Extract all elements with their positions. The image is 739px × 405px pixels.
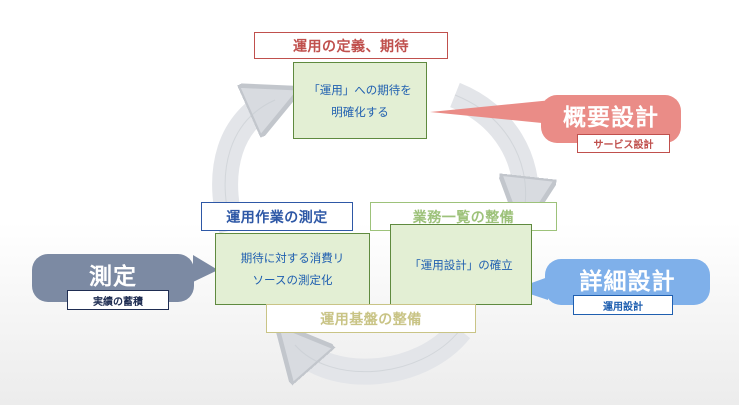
stage-content-business-list: 「運用設計」の確立 xyxy=(390,224,532,305)
callout-detail-design-sub: 運用設計 xyxy=(573,295,673,315)
stage-content-measurement-line2: ソースの測定化 xyxy=(252,273,333,287)
callout-tail-outline-design xyxy=(430,100,552,124)
stage-content-definition-line1: 「運用」への期待を xyxy=(308,82,412,97)
callout-tail-measure xyxy=(193,255,218,282)
callout-measure-sub: 実績の蓄積 xyxy=(67,290,169,310)
stage-content-measurement: 期待に対する消費リ ソースの測定化 xyxy=(215,233,370,305)
stage-title-measurement: 運用作業の測定 xyxy=(201,202,353,231)
stage-title-infrastructure: 運用基盤の整備 xyxy=(266,304,476,333)
stage-content-measurement-line1: 期待に対する消費リ xyxy=(240,251,345,265)
stage-content-definition-line2: 明確化する xyxy=(331,104,389,119)
stage-title-definition: 運用の定義、期待 xyxy=(254,32,448,59)
callout-outline-design-sub: サービス設計 xyxy=(577,134,670,153)
stage-content-definition: 「運用」への期待を 明確化する xyxy=(293,62,427,139)
